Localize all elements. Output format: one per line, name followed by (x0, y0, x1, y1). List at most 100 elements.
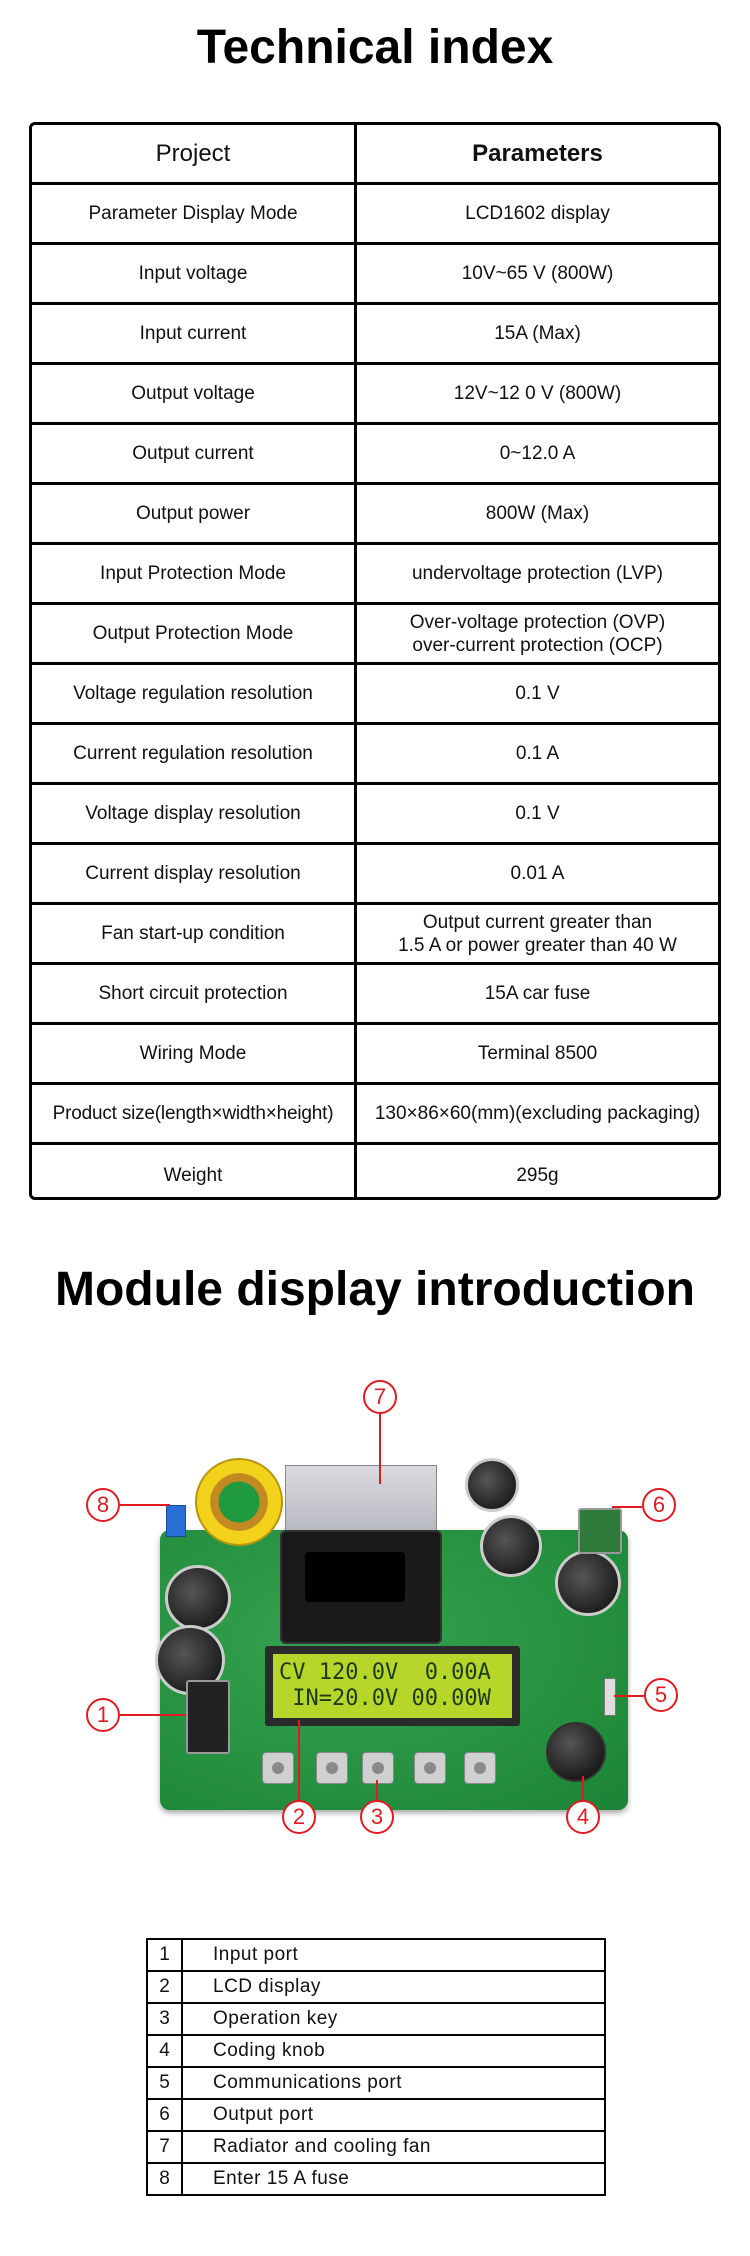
lcd-line1: CV 120.0V 0.00A (279, 1660, 491, 1685)
legend-text: Output port (213, 2104, 314, 2125)
legend-num: 7 (148, 2132, 183, 2162)
legend-num: 3 (148, 2004, 183, 2034)
legend-row: 6 Output port (148, 2100, 604, 2132)
row-project: Output current (32, 425, 357, 482)
row-param: 15A car fuse (484, 983, 591, 1004)
callout-line (612, 1506, 642, 1508)
capacitor (480, 1515, 542, 1577)
callout-line (582, 1776, 584, 1800)
legend-num: 5 (148, 2068, 183, 2098)
row-project: Output power (32, 485, 357, 542)
row-param: Terminal 8500 (477, 1043, 598, 1064)
callout-line (120, 1504, 170, 1506)
module-title: Module display introduction (55, 1263, 695, 1316)
capacitor (165, 1565, 231, 1631)
header-project: Project (32, 125, 357, 182)
inductor-coil (195, 1458, 283, 1546)
row-param: 130×86×60(mm)(excluding packaging) (374, 1103, 701, 1124)
operation-key[interactable] (316, 1752, 348, 1784)
row-project: Output voltage (32, 365, 357, 422)
legend-row: 5 Communications port (148, 2068, 604, 2100)
row-project: Product size(length×width×height) (32, 1085, 357, 1142)
table-row: Current regulation resolution 0.1 A (32, 725, 718, 785)
legend-row: 4 Coding knob (148, 2036, 604, 2068)
row-project: Voltage display resolution (32, 785, 357, 842)
row-param-line1: Output current greater than (422, 911, 653, 933)
row-param: 295g (516, 1164, 559, 1186)
communications-port (604, 1678, 616, 1716)
row-project: Short circuit protection (32, 965, 357, 1022)
legend-num: 4 (148, 2036, 183, 2066)
legend-row: 1 Input port (148, 1940, 604, 1972)
row-param: 12V~12 0 V (800W) (453, 383, 622, 404)
legend-text: LCD display (213, 1976, 321, 1997)
row-param: 800W (Max) (485, 503, 590, 524)
row-param: 0.1 V (515, 683, 560, 704)
table-row: Weight 295g (32, 1145, 718, 1197)
legend-row: 7 Radiator and cooling fan (148, 2132, 604, 2164)
row-param: 0.1 V (515, 803, 560, 824)
table-row: Wiring Mode Terminal 8500 (32, 1025, 718, 1085)
callout-5: 5 (644, 1678, 678, 1712)
coding-knob[interactable] (546, 1722, 606, 1782)
legend-text: Input port (213, 1944, 299, 1965)
table-row: Output Protection Mode Over-voltage prot… (32, 605, 718, 665)
row-project: Weight (32, 1145, 357, 1197)
legend-row: 2 LCD display (148, 1972, 604, 2004)
legend-text: Radiator and cooling fan (213, 2136, 431, 2157)
row-param: 0.1 A (515, 743, 560, 764)
row-project: Current regulation resolution (32, 725, 357, 782)
legend-num: 1 (148, 1940, 183, 1970)
row-project: Input voltage (32, 245, 357, 302)
row-param: 0~12.0 A (499, 443, 576, 464)
capacitor (465, 1458, 519, 1512)
legend-text: Communications port (213, 2072, 403, 2093)
callout-3: 3 (360, 1800, 394, 1834)
table-row: Product size(length×width×height) 130×86… (32, 1085, 718, 1145)
capacitor (555, 1550, 621, 1616)
row-project: Input current (32, 305, 357, 362)
row-param-line2: 1.5 A or power greater than 40 W (398, 934, 677, 956)
output-terminal (578, 1508, 622, 1554)
legend-num: 8 (148, 2164, 183, 2194)
module-photo: CV 120.0V 0.00A IN=20.0V 00.00W 8 7 6 5 … (0, 1380, 750, 1860)
operation-key[interactable] (362, 1752, 394, 1784)
spec-table: Project Parameters Parameter Display Mod… (29, 122, 721, 1200)
table-row: Fan start-up condition Output current gr… (32, 905, 718, 965)
legend-row: 8 Enter 15 A fuse (148, 2164, 604, 2194)
callout-line (376, 1780, 378, 1800)
row-param: undervoltage protection (LVP) (411, 563, 664, 584)
row-project: Voltage regulation resolution (32, 665, 357, 722)
row-param: 10V~65 V (800W) (461, 263, 614, 284)
row-param: Over-voltage protection (OVP) over-curre… (357, 605, 718, 662)
legend-text: Coding knob (213, 2040, 326, 2061)
operation-key[interactable] (464, 1752, 496, 1784)
legend-row: 3 Operation key (148, 2004, 604, 2036)
row-param: LCD1602 display (465, 203, 610, 224)
fuse (166, 1505, 186, 1537)
callout-line (379, 1414, 381, 1484)
callout-2: 2 (282, 1800, 316, 1834)
row-project: Parameter Display Mode (32, 185, 357, 242)
legend-num: 6 (148, 2100, 183, 2130)
row-project: Wiring Mode (32, 1025, 357, 1082)
row-project: Input Protection Mode (32, 545, 357, 602)
callout-line (614, 1695, 644, 1697)
table-row: Voltage regulation resolution 0.1 V (32, 665, 718, 725)
row-project: Current display resolution (32, 845, 357, 902)
operation-key[interactable] (262, 1752, 294, 1784)
legend-text: Enter 15 A fuse (213, 2168, 350, 2189)
row-project: Fan start-up condition (32, 905, 357, 962)
table-row: Current display resolution 0.01 A (32, 845, 718, 905)
operation-key[interactable] (414, 1752, 446, 1784)
spec-table-header: Project Parameters (32, 125, 718, 185)
callout-4: 4 (566, 1800, 600, 1834)
input-terminal (186, 1680, 230, 1754)
row-param: 15A (Max) (494, 323, 581, 344)
table-row: Output current 0~12.0 A (32, 425, 718, 485)
row-param-line2: over-current protection (OCP) (412, 634, 663, 656)
row-param-line1: Over-voltage protection (OVP) (409, 611, 666, 633)
callout-line (120, 1714, 186, 1716)
callout-1: 1 (86, 1698, 120, 1732)
table-row: Short circuit protection 15A car fuse (32, 965, 718, 1025)
